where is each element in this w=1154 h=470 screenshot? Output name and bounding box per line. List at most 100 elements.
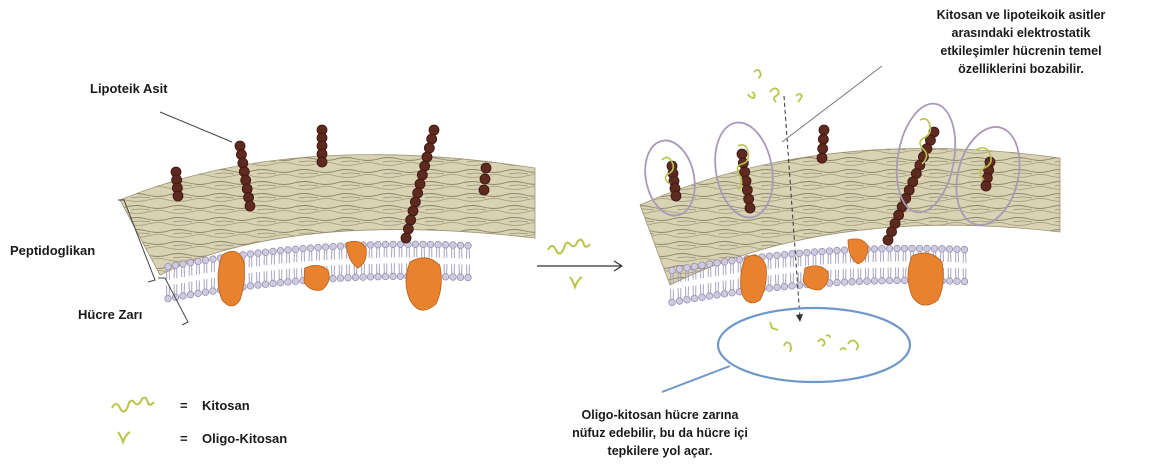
lipid-molecule <box>961 246 968 262</box>
lta-bead <box>401 233 411 243</box>
lipid-molecule <box>375 264 382 280</box>
lipid-molecule <box>187 259 194 275</box>
lipid-molecule <box>721 281 728 297</box>
lipid-molecule <box>789 251 796 267</box>
annotation-line: arasındaki elektrostatik <box>896 24 1146 42</box>
oligo-chitosan-icon <box>118 432 130 442</box>
membrane-protein <box>218 251 245 306</box>
lipid-molecule <box>285 269 292 285</box>
lta-bead <box>818 144 828 154</box>
lipid-molecule <box>954 268 961 284</box>
lta-bead <box>818 134 828 144</box>
right-cell-section <box>639 66 1060 392</box>
top-annotation-pointer <box>782 66 882 142</box>
lipid-molecule <box>774 252 781 268</box>
lipid-molecule <box>262 271 269 287</box>
lipid-molecule <box>894 245 901 261</box>
lipid-molecule <box>375 241 382 257</box>
chitosan-squiggle-icon <box>112 398 154 412</box>
lipid-molecule <box>834 247 841 263</box>
legend <box>112 398 154 442</box>
lta-bead <box>883 235 893 245</box>
lipid-molecule <box>886 268 893 284</box>
lipid-molecule <box>390 263 397 279</box>
lta-bead <box>420 161 430 171</box>
lipid-molecule <box>954 246 961 262</box>
lta-bead <box>740 167 750 177</box>
lta-bead <box>422 152 432 162</box>
lipid-molecule <box>337 265 344 281</box>
lipid-molecule <box>270 270 277 286</box>
legend-eq: = <box>180 430 188 447</box>
membrane-protein <box>803 266 828 290</box>
lipid-molecule <box>766 275 773 291</box>
bottom-annotation: Oligo-kitosan hücre zarına nüfuz edebili… <box>540 406 780 460</box>
lipid-molecule <box>826 248 833 264</box>
lipid-molecule <box>442 242 449 258</box>
lipid-molecule <box>382 264 389 280</box>
lipid-molecule <box>180 261 187 277</box>
lipid-molecule <box>292 268 299 284</box>
lipid-molecule <box>330 243 337 259</box>
lipid-molecule <box>465 242 472 258</box>
annotation-line: Oligo-kitosan hücre zarına <box>540 406 780 424</box>
legend-oligo-chitosan-label: Oligo-Kitosan <box>202 430 287 447</box>
lipid-molecule <box>210 278 217 294</box>
lipid-molecule <box>834 270 841 286</box>
legend-eq: = <box>180 397 188 414</box>
lipid-molecule <box>886 245 893 261</box>
lipid-molecule <box>450 242 457 258</box>
lipid-molecule <box>871 246 878 262</box>
lipid-molecule <box>706 283 713 299</box>
lipid-molecule <box>195 258 202 274</box>
lipid-molecule <box>721 259 728 275</box>
lta-bead <box>408 206 418 216</box>
lipid-molecule <box>247 273 254 289</box>
peptidoglycan-layer <box>120 155 535 275</box>
lta-bead <box>417 170 427 180</box>
lipid-molecule <box>699 284 706 300</box>
membrane-protein <box>406 258 441 310</box>
lipid-molecule <box>405 241 412 257</box>
lipid-molecule <box>307 245 314 261</box>
lipid-molecule <box>322 244 329 260</box>
lta-bead <box>245 201 255 211</box>
lipid-molecule <box>367 264 374 280</box>
lipid-molecule <box>871 268 878 284</box>
lipid-molecule <box>195 280 202 296</box>
lipid-molecule <box>774 274 781 290</box>
lta-bead <box>480 174 490 184</box>
lta-bead <box>981 181 991 191</box>
lipid-molecule <box>856 268 863 284</box>
left-cell-section <box>118 112 535 325</box>
lipid-molecule <box>397 241 404 257</box>
lipid-molecule <box>961 269 968 285</box>
lipid-molecule <box>277 247 284 263</box>
lta-bead <box>427 134 437 144</box>
annotation-line: nüfuz edebilir, bu da hücre içi <box>540 424 780 442</box>
lipid-molecule <box>202 257 209 273</box>
lipid-molecule <box>345 265 352 281</box>
lta-bead <box>413 188 423 198</box>
transition-arrow <box>537 240 622 287</box>
lta-bead <box>403 224 413 234</box>
lta-bead <box>744 194 754 204</box>
lipid-molecule <box>397 263 404 279</box>
lta-bead <box>819 125 829 135</box>
lipid-molecule <box>330 266 337 282</box>
lipid-molecule <box>412 241 419 257</box>
lipid-molecule <box>255 250 262 266</box>
lipid-molecule <box>292 246 299 262</box>
membrane-protein <box>908 253 943 305</box>
lta-bead <box>410 197 420 207</box>
lipid-molecule <box>442 264 449 280</box>
lipid-molecule <box>465 265 472 281</box>
free-chitosan-strands <box>748 70 802 102</box>
lta-bead <box>671 191 681 201</box>
lipid-molecule <box>729 280 736 296</box>
peptidoglycan-label: Peptidoglikan <box>10 242 95 259</box>
lipid-molecule <box>811 249 818 265</box>
lta-bead <box>817 153 827 163</box>
internalized-oligo-chitosan <box>770 322 858 352</box>
lipid-molecule <box>367 242 374 258</box>
